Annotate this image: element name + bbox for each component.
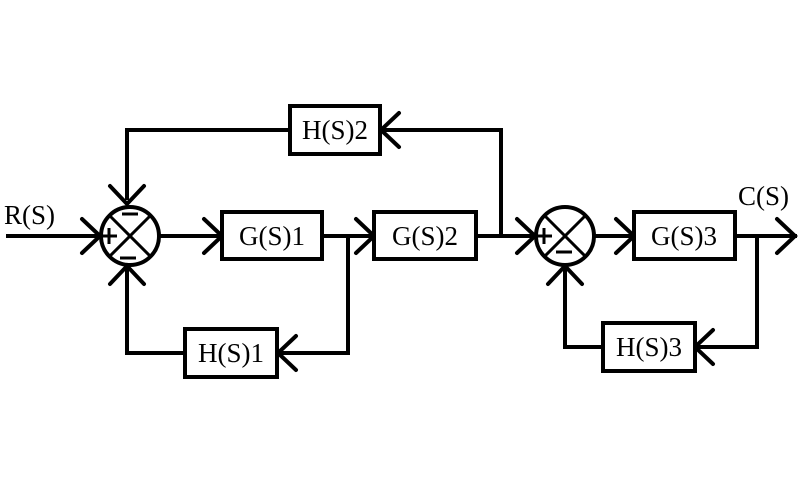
plus-sign-icon	[536, 228, 552, 244]
wire-h1-loop-left	[125, 266, 187, 355]
input-label: R(S)	[4, 200, 55, 230]
block-g1-label: G(S)1	[239, 221, 305, 251]
block-h1-label: H(S)1	[198, 338, 264, 368]
block-h3-label: H(S)3	[616, 332, 682, 362]
block-h3: H(S)3	[601, 321, 697, 373]
output-label: C(S)	[738, 181, 789, 211]
wire-h3-loop-right	[693, 234, 759, 349]
block-g2-label: G(S)2	[392, 221, 458, 251]
arrowhead-into-sum1-top	[108, 184, 146, 207]
signal-wires	[6, 128, 797, 355]
block-g3-label: G(S)3	[651, 221, 717, 251]
block-h1: H(S)1	[183, 327, 279, 379]
block-h2-label: H(S)2	[302, 115, 368, 145]
wire-h1-loop-right	[275, 234, 350, 355]
plus-sign-icon	[101, 228, 117, 244]
block-h2: H(S)2	[288, 104, 382, 156]
summing-junction-2	[534, 205, 596, 267]
wire-h2-loop-left	[125, 128, 292, 200]
block-g2: G(S)2	[372, 210, 478, 261]
arrowhead-output	[775, 217, 798, 255]
block-g3: G(S)3	[632, 210, 737, 261]
wire-h3-loop-left	[563, 266, 605, 349]
block-g1: G(S)1	[220, 210, 324, 261]
summing-junction-1	[99, 205, 161, 267]
wire-h2-loop-right	[378, 128, 503, 238]
